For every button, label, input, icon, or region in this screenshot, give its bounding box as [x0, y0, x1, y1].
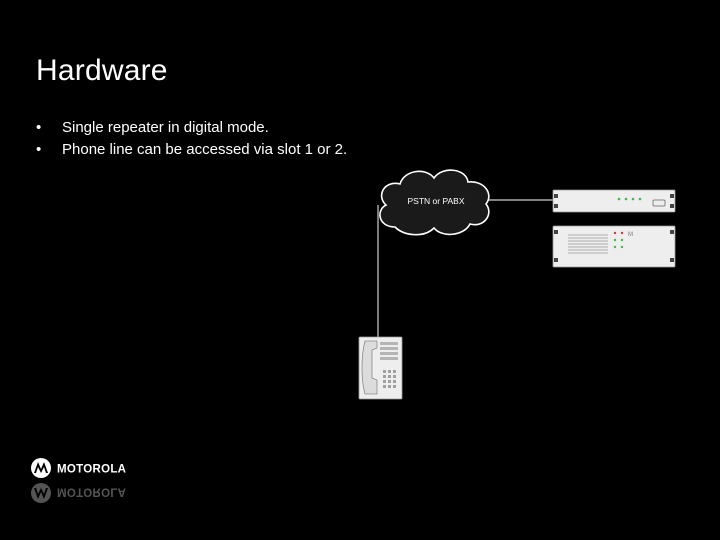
- rack-ear-icon: [670, 230, 674, 234]
- motorola-batwing-icon: [31, 483, 51, 503]
- rack-ear-icon: [670, 194, 674, 198]
- motorola-batwing-icon: [31, 458, 51, 478]
- rack-ear-icon: [554, 230, 558, 234]
- led-icon: [613, 231, 617, 235]
- connector-icon: [652, 199, 666, 207]
- pstn-cloud: PSTN or PABX: [379, 169, 490, 236]
- slide-title: Hardware: [36, 54, 168, 87]
- bullet-item: • Phone line can be accessed via slot 1 …: [36, 140, 356, 160]
- bullet-text: Single repeater in digital mode.: [62, 119, 269, 136]
- cloud-label: PSTN or PABX: [408, 196, 465, 206]
- bullet-text: Phone line can be accessed via slot 1 or…: [62, 141, 348, 158]
- cloud-icon: [379, 169, 490, 236]
- motorola-logo: MOTOROLA: [31, 458, 126, 478]
- rack-ear-icon: [670, 204, 674, 208]
- repeater-label: M: [628, 232, 633, 238]
- phone-interface-unit: [552, 189, 676, 213]
- connection-lines: [377, 199, 554, 338]
- rack-ear-icon: [554, 194, 558, 198]
- repeater-unit: M: [552, 225, 676, 268]
- led-icon: [620, 245, 624, 249]
- handset-icon: [361, 340, 378, 395]
- rack-unit: [552, 189, 676, 213]
- led-icon: [613, 238, 617, 242]
- display-icon: [380, 342, 398, 360]
- brand-name: MOTOROLA: [57, 464, 126, 476]
- led-icon: [620, 231, 624, 235]
- led-icon: [631, 197, 635, 201]
- led-icon: [620, 238, 624, 242]
- rack-ear-icon: [554, 258, 558, 262]
- desk-phone: [358, 336, 403, 400]
- rack-ear-icon: [670, 258, 674, 262]
- vent-grille-icon: [568, 234, 608, 254]
- led-icon: [638, 197, 642, 201]
- brand-name-reflection: MOTOROLA: [57, 486, 126, 498]
- led-icon: [617, 197, 621, 201]
- rack-ear-icon: [554, 204, 558, 208]
- bullet-list: • Single repeater in digital mode. • Pho…: [36, 118, 356, 162]
- motorola-logo-reflection: MOTOROLA: [31, 483, 126, 503]
- keypad-icon: [383, 370, 396, 388]
- bullet-marker: •: [36, 119, 42, 136]
- led-icon: [613, 245, 617, 249]
- led-icon: [624, 197, 628, 201]
- bullet-marker: •: [36, 141, 42, 158]
- bullet-item: • Single repeater in digital mode.: [36, 118, 356, 138]
